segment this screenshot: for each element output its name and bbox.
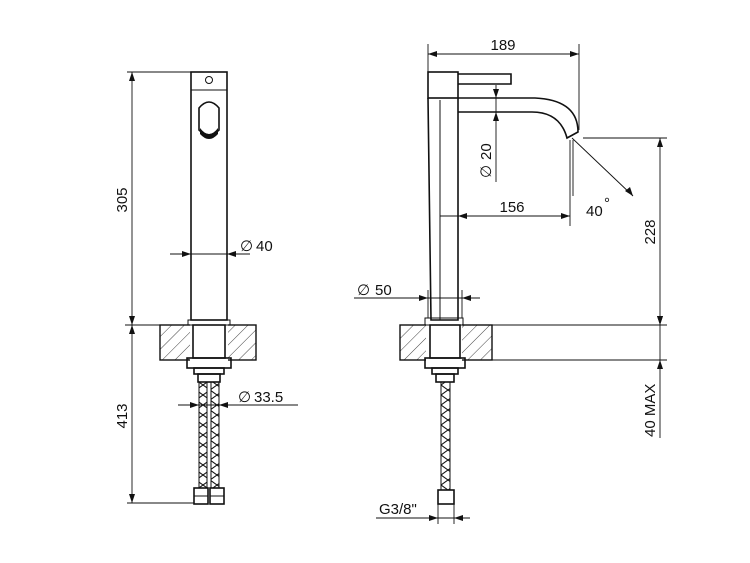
angle-40: 40 ° <box>571 137 634 220</box>
diameter-base: ∅ 50 <box>354 282 480 301</box>
side-view: 189 ∅ 20 156 40 ° <box>354 37 667 524</box>
dimension-413-label: 413 <box>114 403 131 428</box>
dimension-40-max: 40 MAX <box>642 316 663 438</box>
thread-connection-label: G3/8" <box>379 501 417 518</box>
front-view: 305 413 ∅ 40 ∅ 33.5 <box>114 71 298 505</box>
dimension-156-label: 156 <box>499 199 524 216</box>
diameter-body: ∅ 40 <box>170 238 273 257</box>
braided-hoses-front <box>193 381 225 505</box>
fixing-assembly-side <box>424 324 466 505</box>
diameter-symbol: ∅ <box>357 282 370 299</box>
diameter-hose: ∅ 33.5 <box>178 389 298 408</box>
dimension-40-max-label: 40 MAX <box>642 384 659 437</box>
dimension-228-label: 228 <box>642 219 659 244</box>
deck-slab-side <box>399 320 493 362</box>
dimension-305: 305 <box>114 72 135 325</box>
dimension-413: 413 <box>114 325 135 503</box>
thread-connection: G3/8" <box>376 501 470 521</box>
diameter-spout: ∅ 20 <box>478 85 499 182</box>
diameter-symbol: ∅ <box>238 389 251 406</box>
diameter-body-label: 40 <box>256 238 273 255</box>
dimension-189: 189 <box>428 37 579 57</box>
angle-40-label: 40 <box>586 203 603 220</box>
dimension-189-label: 189 <box>490 37 515 54</box>
faucet-body-front <box>187 71 231 326</box>
dimension-305-label: 305 <box>114 187 131 212</box>
fixing-assembly-front <box>186 324 232 383</box>
diameter-spout-label: 20 <box>478 143 495 160</box>
diameter-hose-label: 33.5 <box>254 389 283 406</box>
degree-symbol: ° <box>604 195 610 212</box>
diameter-base-label: 50 <box>375 282 392 299</box>
diameter-symbol: ∅ <box>240 238 253 255</box>
deck-slab-front <box>159 320 257 362</box>
dimension-228: 228 <box>642 138 663 325</box>
dimension-156: 156 <box>440 199 570 219</box>
diameter-symbol: ∅ <box>478 165 495 178</box>
